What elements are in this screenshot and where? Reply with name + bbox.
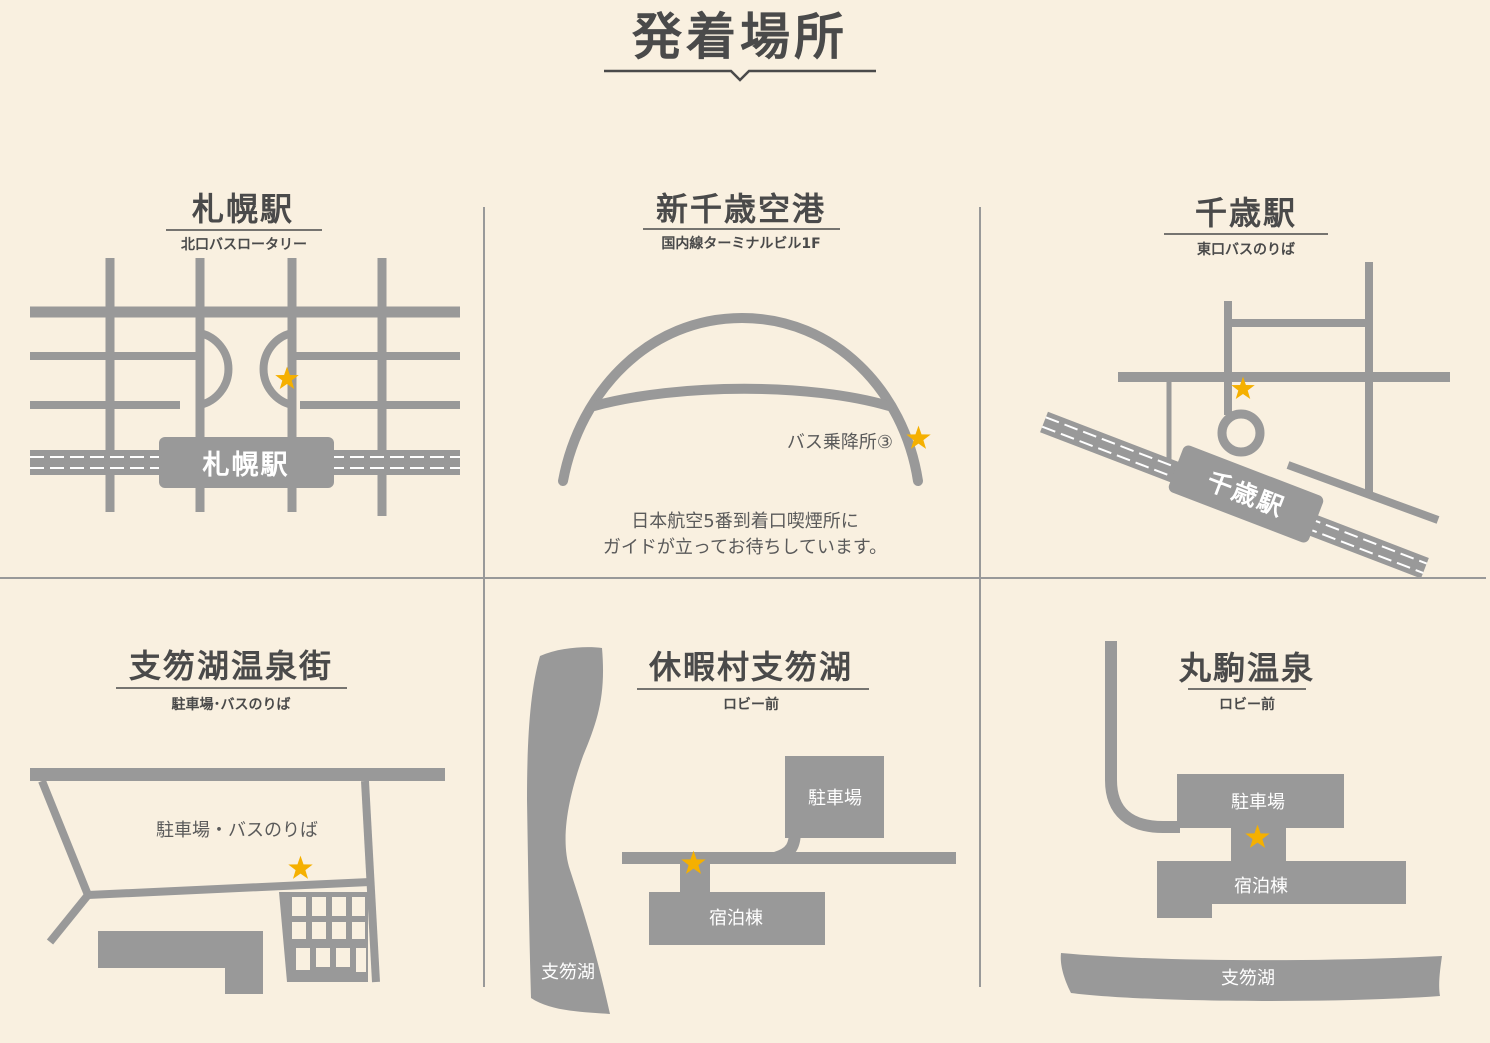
map-sapporo-station: 札幌駅 北口バスロータリー 札幌駅 bbox=[30, 190, 460, 516]
location-subtitle: 北口バスロータリー bbox=[181, 237, 307, 253]
access-road bbox=[1105, 641, 1180, 833]
lodge-label: 宿泊棟 bbox=[709, 908, 763, 929]
title-underline bbox=[604, 69, 876, 82]
parking-spaces bbox=[292, 897, 366, 972]
map-marukoma-onsen: 丸駒温泉 ロビー前 駐車場 宿泊棟 支笏湖 bbox=[1060, 641, 1442, 1002]
main-road bbox=[30, 768, 445, 781]
location-title: 新千歳空港 bbox=[656, 190, 826, 228]
terminal-road bbox=[558, 312, 923, 486]
map-kyukamura-shikotsuko: 休暇村支笏湖 ロビー前 支笏湖 駐車場 宿泊棟 bbox=[527, 647, 956, 1014]
location-subtitle: 駐車場･バスのりば bbox=[172, 696, 291, 713]
location-subtitle: 国内線ターミナルビル1F bbox=[661, 235, 820, 252]
location-subtitle: 東口バスのりば bbox=[1197, 241, 1295, 258]
location-title: 千歳駅 bbox=[1195, 194, 1297, 232]
map-chitose-station: 千歳駅 東口バスのりば 千歳駅 bbox=[1040, 194, 1450, 579]
station-label: 札幌駅 bbox=[203, 450, 290, 481]
location-title: 休暇村支笏湖 bbox=[648, 648, 853, 686]
road-network bbox=[38, 779, 380, 983]
parking-lot bbox=[785, 756, 884, 838]
location-subtitle: ロビー前 bbox=[1219, 696, 1275, 713]
location-subtitle: ロビー前 bbox=[723, 696, 779, 713]
lake-label: 支笏湖 bbox=[1221, 968, 1275, 989]
lodge-building bbox=[649, 892, 825, 945]
parking-lot bbox=[1177, 774, 1344, 828]
map-shikotsuko-onsen-town: 支笏湖温泉街 駐車場･バスのりば 駐車場・バスのりば bbox=[30, 647, 445, 994]
lodge-building bbox=[1157, 861, 1406, 918]
lodge-label: 宿泊棟 bbox=[1234, 876, 1288, 897]
guide-note-line-2: ガイドが立ってお待ちしています。 bbox=[603, 537, 887, 558]
guide-note-line-1: 日本航空5番到着口喫煙所に bbox=[631, 511, 858, 532]
map-new-chitose-airport: 新千歳空港 国内線ターミナルビル1F バス乗降所③ 日本航空5番到着口喫煙所に … bbox=[558, 190, 931, 558]
road-network bbox=[1118, 262, 1450, 524]
lake-shore bbox=[527, 647, 610, 1014]
page-title: 発着場所 bbox=[632, 8, 848, 66]
meeting-point-star-icon bbox=[288, 855, 313, 879]
lake-shore bbox=[1060, 953, 1442, 1002]
building bbox=[98, 931, 263, 994]
lake-label: 支笏湖 bbox=[541, 962, 595, 983]
parking-label: 駐車場 bbox=[808, 788, 862, 809]
page-header: 発着場所 bbox=[604, 8, 876, 82]
grid-dividers bbox=[0, 207, 1486, 987]
station-building bbox=[159, 437, 334, 488]
location-title: 支笏湖温泉街 bbox=[129, 647, 333, 685]
station-building: 千歳駅 bbox=[1168, 445, 1324, 543]
parking-bus-stop-label: 駐車場・バスのりば bbox=[156, 820, 318, 841]
location-title: 札幌駅 bbox=[192, 190, 294, 228]
bus-stop-label: バス乗降所③ bbox=[787, 432, 893, 453]
parking-label: 駐車場 bbox=[1231, 792, 1285, 813]
location-title: 丸駒温泉 bbox=[1178, 649, 1315, 687]
